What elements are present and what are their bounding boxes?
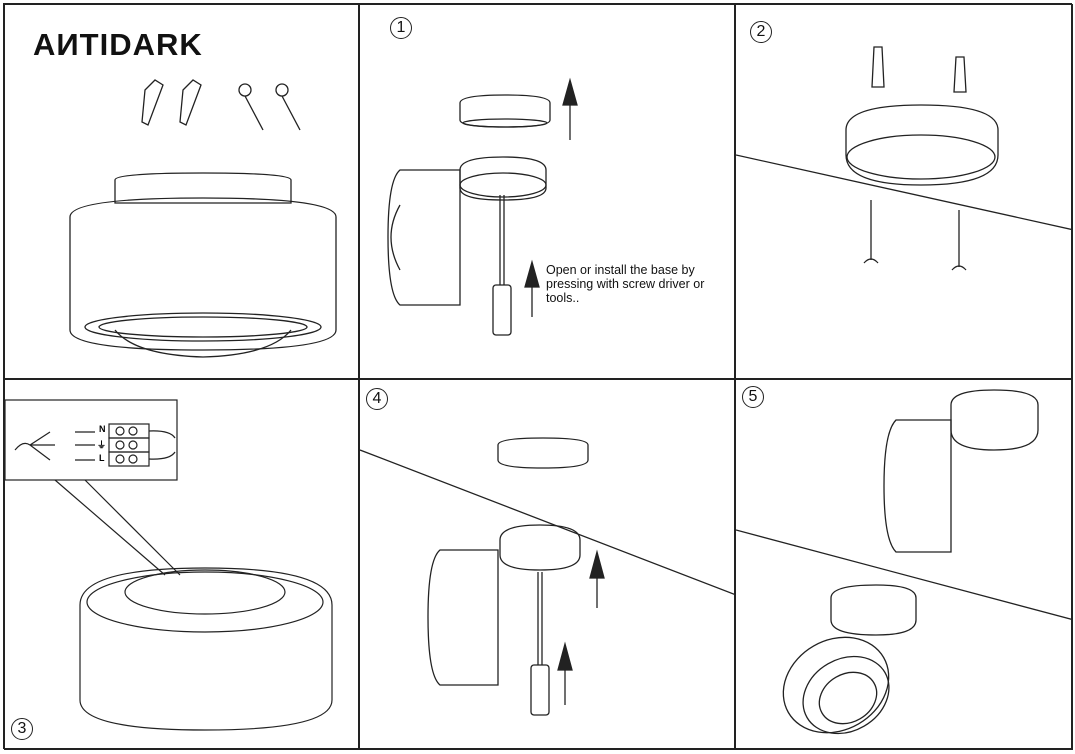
arrow-up-icon bbox=[557, 641, 573, 705]
cover-ring bbox=[459, 94, 551, 128]
ceiling-line bbox=[736, 154, 1072, 231]
lamp-head bbox=[387, 169, 461, 306]
ceiling-line bbox=[736, 529, 1072, 621]
note-line: Open or install the base by bbox=[546, 263, 695, 277]
screwdriver-icon bbox=[530, 572, 550, 716]
step-1-drawing bbox=[387, 77, 578, 336]
panel-step-2: 2 bbox=[735, 4, 1073, 379]
arrow-right-icons bbox=[75, 431, 95, 461]
lamp-lens bbox=[114, 329, 292, 358]
step-number-2: 2 bbox=[750, 21, 772, 43]
brand-logo: AИTIDARK bbox=[33, 27, 203, 62]
step-number-4: 4 bbox=[366, 388, 388, 410]
terminal-label-earth: ⏚ bbox=[97, 440, 107, 450]
lamp-head bbox=[427, 549, 499, 686]
instruction-sheet: AИTIDARK 1 Open or install the base by bbox=[3, 3, 1073, 750]
instruction-note: Open or install the base by pressing wit… bbox=[546, 263, 726, 305]
panel-step-4: 4 bbox=[359, 379, 735, 750]
panel-overview: AИTIDARK bbox=[4, 4, 359, 379]
wall-anchors-icon bbox=[141, 79, 202, 126]
terminal-label-n: N bbox=[99, 424, 106, 434]
step-4-drawing bbox=[360, 437, 734, 716]
product-overview-drawing bbox=[69, 79, 337, 358]
base-plate bbox=[845, 104, 999, 186]
lamp-base bbox=[114, 172, 292, 204]
terminal-label-l: L bbox=[99, 453, 105, 463]
panel-step-5: 5 bbox=[735, 379, 1073, 750]
lamp-head bbox=[883, 419, 952, 553]
lamp-ceiling-base bbox=[830, 584, 917, 636]
arrow-up-icon bbox=[589, 549, 605, 608]
lamp-tilted bbox=[782, 636, 890, 735]
terminal-block bbox=[108, 423, 150, 467]
panel-step-3: 3 N ⏚ L bbox=[4, 379, 359, 750]
note-line: tools.. bbox=[546, 291, 580, 305]
ceiling-line bbox=[360, 449, 734, 595]
wall-anchors-icon bbox=[871, 46, 967, 93]
cover-ring bbox=[497, 437, 589, 469]
base-plate bbox=[459, 156, 547, 201]
screws-icon bbox=[238, 83, 301, 131]
step-2-drawing bbox=[736, 46, 1072, 271]
arrow-up-icon bbox=[524, 259, 540, 317]
step-3-drawing bbox=[5, 399, 333, 731]
lamp-wall bbox=[950, 389, 1039, 451]
lamp-body bbox=[69, 197, 337, 351]
arrow-up-icon bbox=[562, 77, 578, 140]
lamp-body bbox=[79, 567, 333, 731]
base-plate bbox=[499, 524, 581, 571]
screwdriver-icon bbox=[492, 195, 512, 336]
note-line: pressing with screw driver or bbox=[546, 277, 705, 291]
step-number-1: 1 bbox=[390, 17, 412, 39]
step-number-5: 5 bbox=[742, 386, 764, 408]
wiring-detail-box bbox=[5, 399, 178, 481]
step-5-drawing bbox=[736, 389, 1072, 735]
panel-step-1: 1 Open or install the base by pressing w… bbox=[359, 4, 735, 379]
screws-icon bbox=[863, 200, 967, 271]
step-number-3: 3 bbox=[11, 718, 33, 740]
